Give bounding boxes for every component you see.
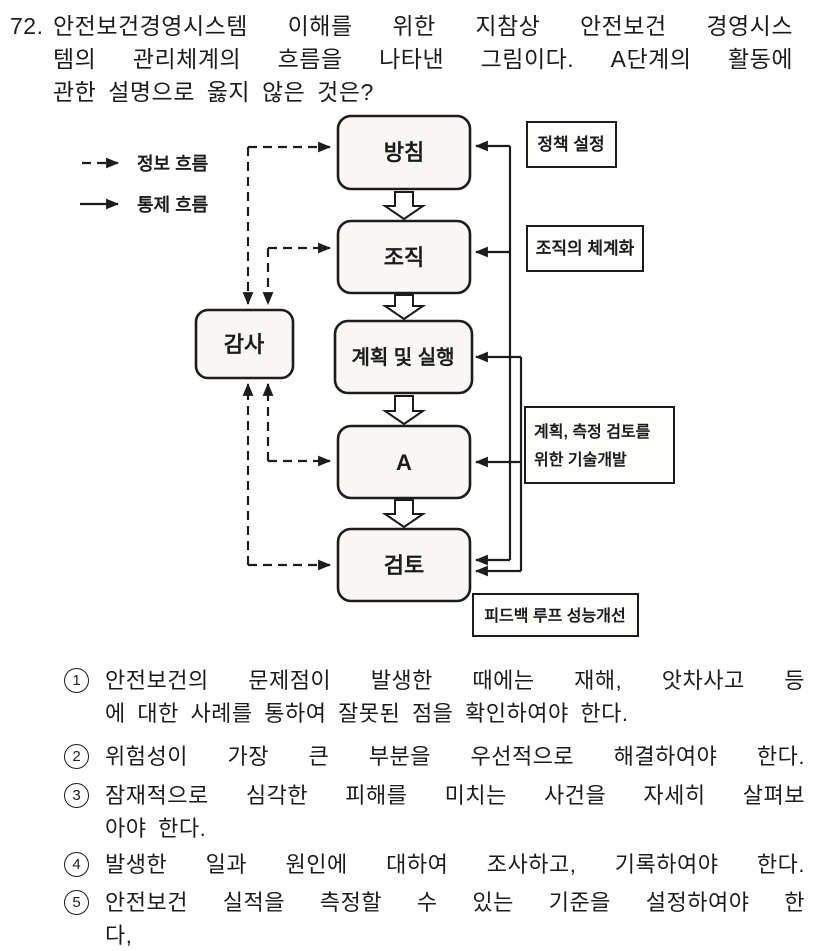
flow-box-audit: 감사 xyxy=(194,308,295,380)
option-1-number[interactable]: 1 xyxy=(64,668,89,693)
flow-box-a-stage-label: A xyxy=(396,450,412,475)
option-line: 위험성이 가장 큰 부분을 우선적으로 해결하여야 한다. xyxy=(105,744,805,769)
label-organization-systemization: 조직의 체계화 xyxy=(526,225,644,272)
stage-down-arrows xyxy=(381,191,427,529)
option-5-number[interactable]: 5 xyxy=(64,890,89,915)
question-line: 템의 관리체계의 흐름을 나타낸 그림이다. A단계의 활동에 xyxy=(53,46,793,72)
flow-box-review-label: 검토 xyxy=(384,553,424,578)
down-block-arrow-icon xyxy=(381,294,427,321)
down-block-arrow-icon xyxy=(381,395,427,426)
label-policy-setting: 정책 설정 xyxy=(526,121,617,168)
flow-box-organization: 조직 xyxy=(336,219,472,295)
label-tech-development: 계획, 측정 검토를 위한 기술개발 xyxy=(524,406,675,484)
option-line: 아야 한다. xyxy=(105,816,207,841)
option-5-text: 안전보건 실적을 측정할 수 있는 기준을 설정하여야 한 다, xyxy=(105,886,805,951)
flow-box-audit-label: 감사 xyxy=(224,332,265,357)
flow-diagram-area: 정보 흐름 통제 흐름 xyxy=(80,114,675,637)
option-2[interactable]: 2 위험성이 가장 큰 부분을 우선적으로 해결하여야 한다. xyxy=(64,740,806,773)
option-line: 발생한 일과 원인에 대하여 조사하고, 기록하여야 한다. xyxy=(105,852,805,877)
flow-box-a-stage: A xyxy=(336,424,472,500)
label-feedback-loop-text: 피드백 루프 성능개선 xyxy=(484,606,625,625)
question-line: 관한 설명으로 옳지 않은 것은? xyxy=(53,79,374,105)
legend-control-flow-label: 통제 흐름 xyxy=(137,195,208,215)
option-line: 에 대한 사례를 통하여 잘못된 점을 확인하여야 한다. xyxy=(105,701,629,726)
question-line: 안전보건경영시스템 이해를 위한 지참상 안전보건 경영시스 xyxy=(53,13,793,39)
flow-box-organization-label: 조직 xyxy=(384,245,424,270)
option-4[interactable]: 4 발생한 일과 원인에 대하여 조사하고, 기록하여야 한다. xyxy=(64,848,806,881)
down-block-arrow-icon xyxy=(381,191,427,221)
option-line: 안전보건 실적을 측정할 수 있는 기준을 설정하여야 한 xyxy=(105,890,805,915)
legend: 정보 흐름 통제 흐름 xyxy=(80,154,208,215)
control-flow-lines xyxy=(474,140,523,577)
label-tech-development-line2: 위한 기술개발 xyxy=(534,450,627,469)
question-text: 안전보건경영시스템 이해를 위한 지참상 안전보건 경영시스 템의 관리체계의 … xyxy=(53,10,793,109)
flow-box-plan-execution: 계획 및 실행 xyxy=(333,319,474,395)
option-4-number[interactable]: 4 xyxy=(64,852,89,877)
flow-box-review: 검토 xyxy=(336,527,472,603)
option-3-text: 잠재적으로 심각한 피해를 미치는 사건을 자세히 살펴보 아야 한다. xyxy=(105,779,805,845)
flow-box-policy-label: 방침 xyxy=(384,140,424,165)
option-1-text: 안전보건의 문제점이 발생한 때에는 재해, 앗차사고 등 에 대한 사례를 통… xyxy=(105,664,805,730)
question-number: 72. xyxy=(10,13,44,39)
option-line: 잠재적으로 심각한 피해를 미치는 사건을 자세히 살펴보 xyxy=(105,783,805,808)
option-4-text: 발생한 일과 원인에 대하여 조사하고, 기록하여야 한다. xyxy=(105,848,805,881)
legend-info-flow-label: 정보 흐름 xyxy=(137,154,208,174)
option-5[interactable]: 5 안전보건 실적을 측정할 수 있는 기준을 설정하여야 한 다, xyxy=(64,886,806,951)
option-2-text: 위험성이 가장 큰 부분을 우선적으로 해결하여야 한다. xyxy=(105,740,805,773)
info-flow-lines xyxy=(242,141,332,571)
option-1[interactable]: 1 안전보건의 문제점이 발생한 때에는 재해, 앗차사고 등 에 대한 사례를… xyxy=(64,664,806,730)
option-2-number[interactable]: 2 xyxy=(64,744,89,769)
flow-box-plan-execution-label: 계획 및 실행 xyxy=(351,346,454,369)
down-block-arrow-icon xyxy=(381,499,427,529)
flow-box-policy: 방침 xyxy=(336,114,472,191)
option-3[interactable]: 3 잠재적으로 심각한 피해를 미치는 사건을 자세히 살펴보 아야 한다. xyxy=(64,779,806,845)
label-feedback-loop: 피드백 루프 성능개선 xyxy=(472,593,639,637)
option-3-number[interactable]: 3 xyxy=(64,783,89,808)
option-line: 다, xyxy=(105,923,133,948)
label-policy-setting-text: 정책 설정 xyxy=(537,135,604,154)
label-tech-development-line1: 계획, 측정 검토를 xyxy=(534,422,651,441)
option-line: 안전보건의 문제점이 발생한 때에는 재해, 앗차사고 등 xyxy=(105,668,805,693)
label-organization-systemization-text: 조직의 체계화 xyxy=(536,239,635,258)
management-system-flowchart: 정보 흐름 통제 흐름 xyxy=(80,114,675,637)
